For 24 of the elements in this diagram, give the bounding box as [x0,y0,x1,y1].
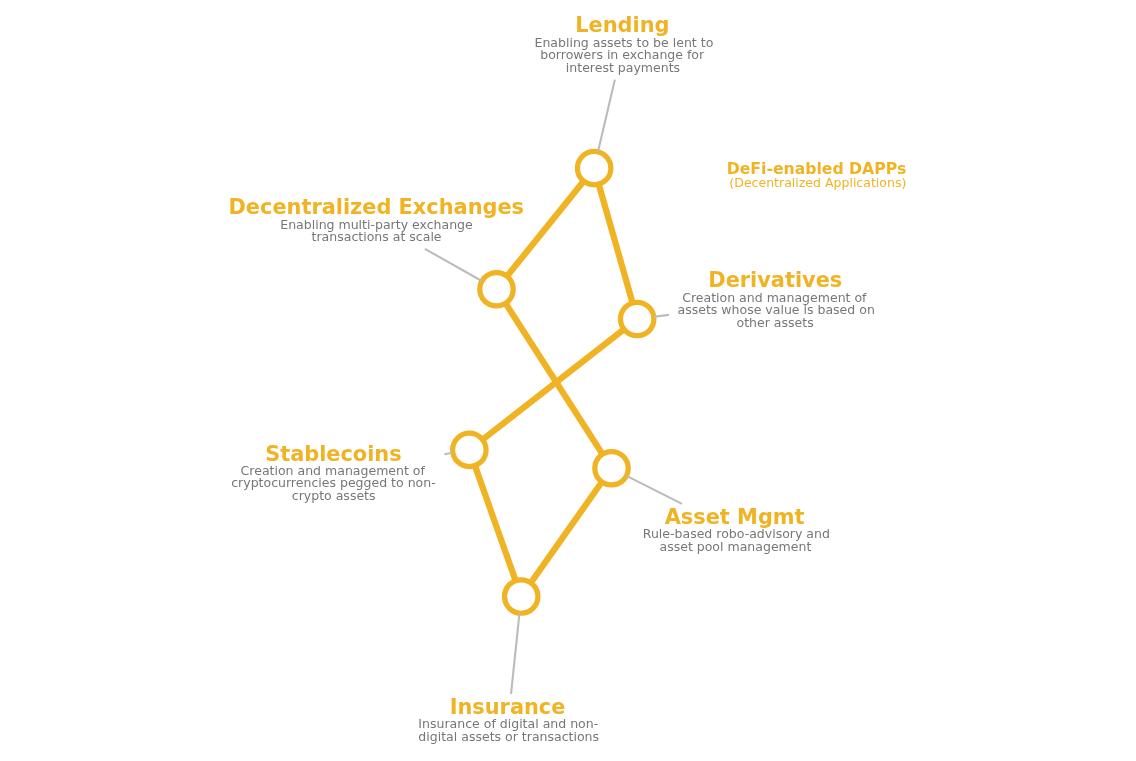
node-circle [477,269,516,309]
node-circle [617,299,657,339]
node-text: Stablecoins Creation and management of cryptocurrencies pegged to non-crypto assets [231,441,436,503]
connector [597,79,616,152]
connector [528,480,605,585]
node-circle [501,577,541,616]
connector [480,327,626,442]
connector [653,313,669,318]
node-text: Asset Mgmt Rule-based robo-advisory and asset pool management [642,504,830,554]
connector [595,183,636,304]
node-circle [450,430,489,470]
node-circle [592,448,631,488]
connector [503,301,605,456]
connector [626,474,683,505]
connector [444,451,453,456]
connector [472,464,519,582]
node-text: Derivatives Creation and management of assets whose value is based on other assets [677,268,875,330]
node-text: Lending Enabling assets to be lent to borrowers in exchange for interest payments [534,13,714,75]
node-circle [574,148,614,188]
connector [510,613,521,695]
node-text: Insurance Insurance of digital and non-digital assets or transactions [418,695,600,744]
connector [504,179,586,278]
connector [424,248,483,282]
node-text: Decentralized Exchanges Enabling multi-party exchange transactions at scale [228,195,525,245]
